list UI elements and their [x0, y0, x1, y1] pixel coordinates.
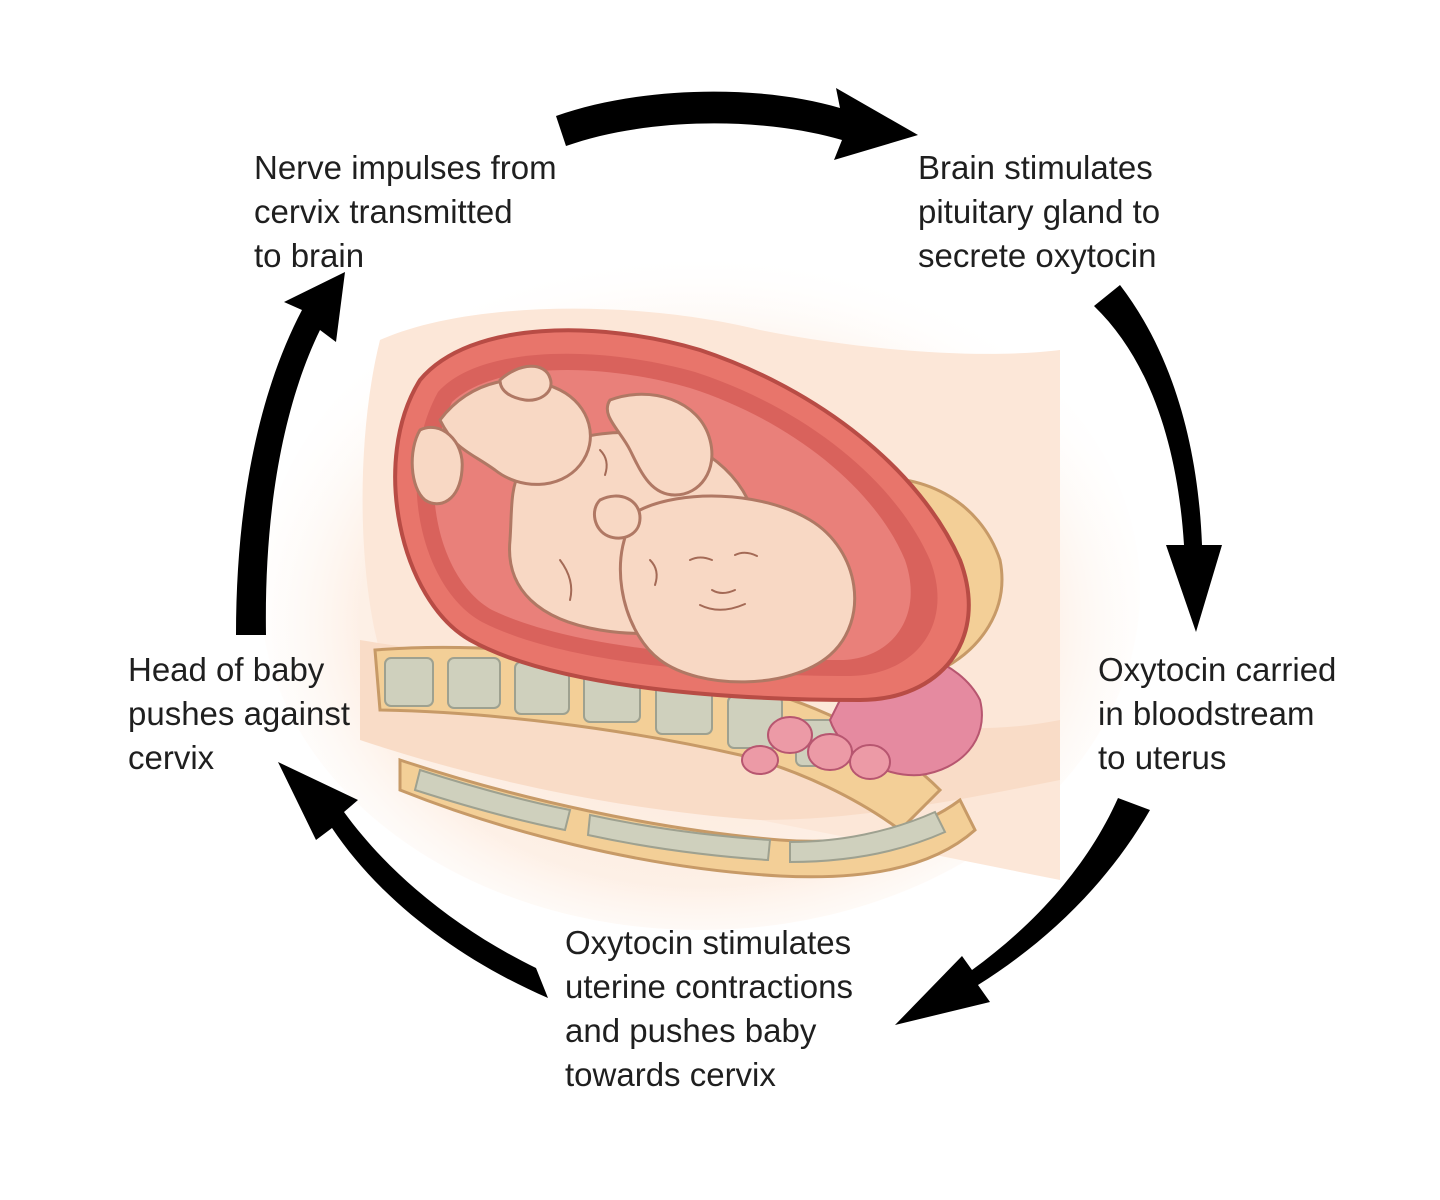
fetus-arm [605, 392, 714, 497]
step-label-line: Oxytocin carried [1098, 651, 1337, 688]
step-label-line: pushes against [128, 695, 350, 732]
intestine-loops [741, 716, 891, 780]
cycle-arrow-icon [556, 88, 918, 160]
fetus-face [559, 449, 758, 611]
step-label-line: secrete oxytocin [918, 237, 1157, 274]
step-label-brain-stimulates: Brain stimulates pituitary gland to secr… [918, 146, 1160, 278]
fetus-lower-leg [410, 425, 464, 506]
fetus [410, 364, 857, 684]
step-label-line: and pushes baby [565, 1012, 817, 1049]
fetus-head [618, 494, 857, 684]
step-label-line: to brain [254, 237, 365, 274]
step-label-line: towards cervix [565, 1056, 776, 1093]
fetus-hand [592, 494, 642, 540]
cycle-arrow-icon [895, 798, 1150, 1025]
step-label-line: cervix [128, 739, 215, 776]
fetus-foot [498, 364, 553, 402]
step-label-line: Nerve impulses from [254, 149, 557, 186]
cycle-arrow-icon [236, 272, 345, 635]
step-label-line: pituitary gland to [918, 193, 1161, 230]
step-label-head-pushes: Head of baby pushes against cervix [128, 648, 350, 780]
step-label-line: cervix transmitted [254, 193, 513, 230]
cycle-arrow-icon [278, 762, 548, 998]
cycle-arrows [236, 88, 1222, 1025]
step-label-line: Head of baby [128, 651, 325, 688]
sacral-segments [413, 768, 947, 864]
step-label-oxytocin-carried: Oxytocin carried in bloodstream to uteru… [1098, 648, 1336, 780]
fetus-in-uterus-illustration [360, 308, 1061, 880]
step-label-line: in bloodstream [1098, 695, 1315, 732]
step-label-nerve-impulses: Nerve impulses from cervix transmitted t… [254, 146, 557, 278]
step-label-line: Oxytocin stimulates [565, 924, 852, 961]
step-label-line: to uterus [1098, 739, 1227, 776]
step-label-line: Brain stimulates [918, 149, 1153, 186]
step-label-uterine-contractions: Oxytocin stimulates uterine contractions… [565, 921, 853, 1097]
step-label-line: uterine contractions [565, 968, 853, 1005]
cycle-arrow-icon [1094, 285, 1222, 632]
